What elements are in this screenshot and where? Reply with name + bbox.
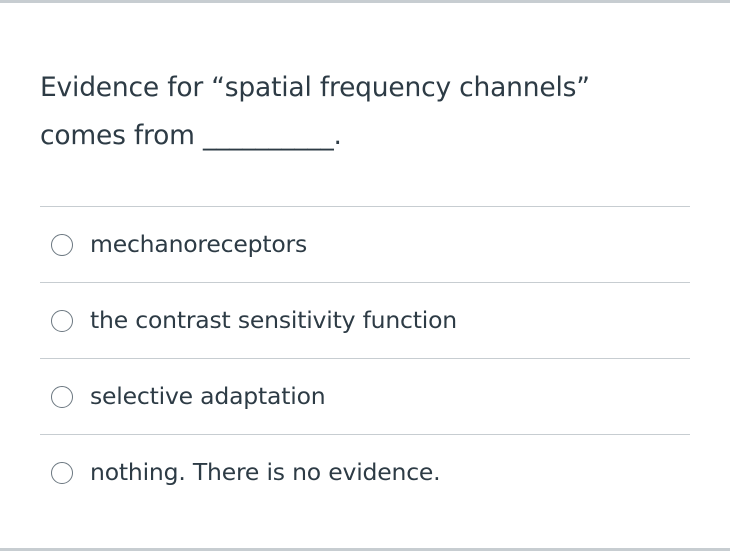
question-line-2: comes from __________. bbox=[40, 120, 342, 151]
answer-option-contrast-sensitivity[interactable]: the contrast sensitivity function bbox=[40, 282, 690, 358]
radio-button[interactable] bbox=[51, 234, 73, 256]
radio-button[interactable] bbox=[51, 462, 73, 484]
radio-button[interactable] bbox=[51, 310, 73, 332]
bottom-divider bbox=[0, 548, 730, 551]
answer-option-selective-adaptation[interactable]: selective adaptation bbox=[40, 358, 690, 434]
radio-button[interactable] bbox=[51, 386, 73, 408]
answer-option-nothing[interactable]: nothing. There is no evidence. bbox=[40, 434, 690, 510]
answer-label[interactable]: nothing. There is no evidence. bbox=[90, 458, 441, 486]
question-text: Evidence for “spatial frequency channels… bbox=[40, 64, 690, 160]
top-divider bbox=[0, 0, 730, 3]
answer-list: mechanoreceptors the contrast sensitivit… bbox=[40, 206, 690, 510]
answer-option-mechanoreceptors[interactable]: mechanoreceptors bbox=[40, 206, 690, 282]
answer-label[interactable]: mechanoreceptors bbox=[90, 230, 308, 258]
answer-label[interactable]: the contrast sensitivity function bbox=[90, 306, 457, 334]
answer-label[interactable]: selective adaptation bbox=[90, 382, 326, 410]
question-line-1: Evidence for “spatial frequency channels… bbox=[40, 72, 590, 103]
